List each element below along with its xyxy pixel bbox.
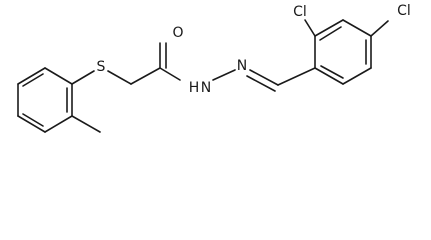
double-bond-inner	[320, 65, 344, 79]
sulfur-label: S	[97, 59, 106, 75]
dichlorophenyl-ring	[314, 19, 372, 85]
double-bond-inner	[22, 73, 44, 87]
bond	[314, 19, 344, 37]
oxygen-label: O	[172, 25, 183, 41]
bond	[342, 67, 372, 85]
bond	[342, 19, 372, 37]
amide-hydrogen-label: H	[189, 80, 200, 96]
bond	[159, 67, 181, 81]
chlorine-bond	[370, 20, 389, 37]
chlorine-bond	[304, 19, 316, 37]
imine-bond	[249, 69, 279, 86]
bond	[314, 67, 344, 85]
tolyl-ring	[17, 67, 73, 133]
bond	[44, 67, 73, 85]
bond	[107, 70, 132, 85]
bond	[44, 115, 73, 133]
chlorine-para-label: Cl	[397, 3, 411, 19]
chemical-structure-diagram: S O N H N Cl Cl	[17, 3, 411, 133]
imine-bond	[246, 75, 276, 92]
chlorine-ortho-label: Cl	[293, 4, 307, 20]
double-bond-inner	[22, 113, 44, 127]
bond	[71, 70, 95, 85]
imine-nitrogen-label: N	[237, 58, 247, 74]
double-bond-inner	[319, 26, 342, 41]
bond	[17, 115, 46, 133]
bond	[277, 67, 316, 86]
bond	[130, 67, 161, 85]
bond	[212, 69, 236, 81]
bond	[17, 67, 46, 85]
methyl-bond	[71, 115, 101, 133]
amide-nitrogen-label: N	[201, 80, 211, 96]
